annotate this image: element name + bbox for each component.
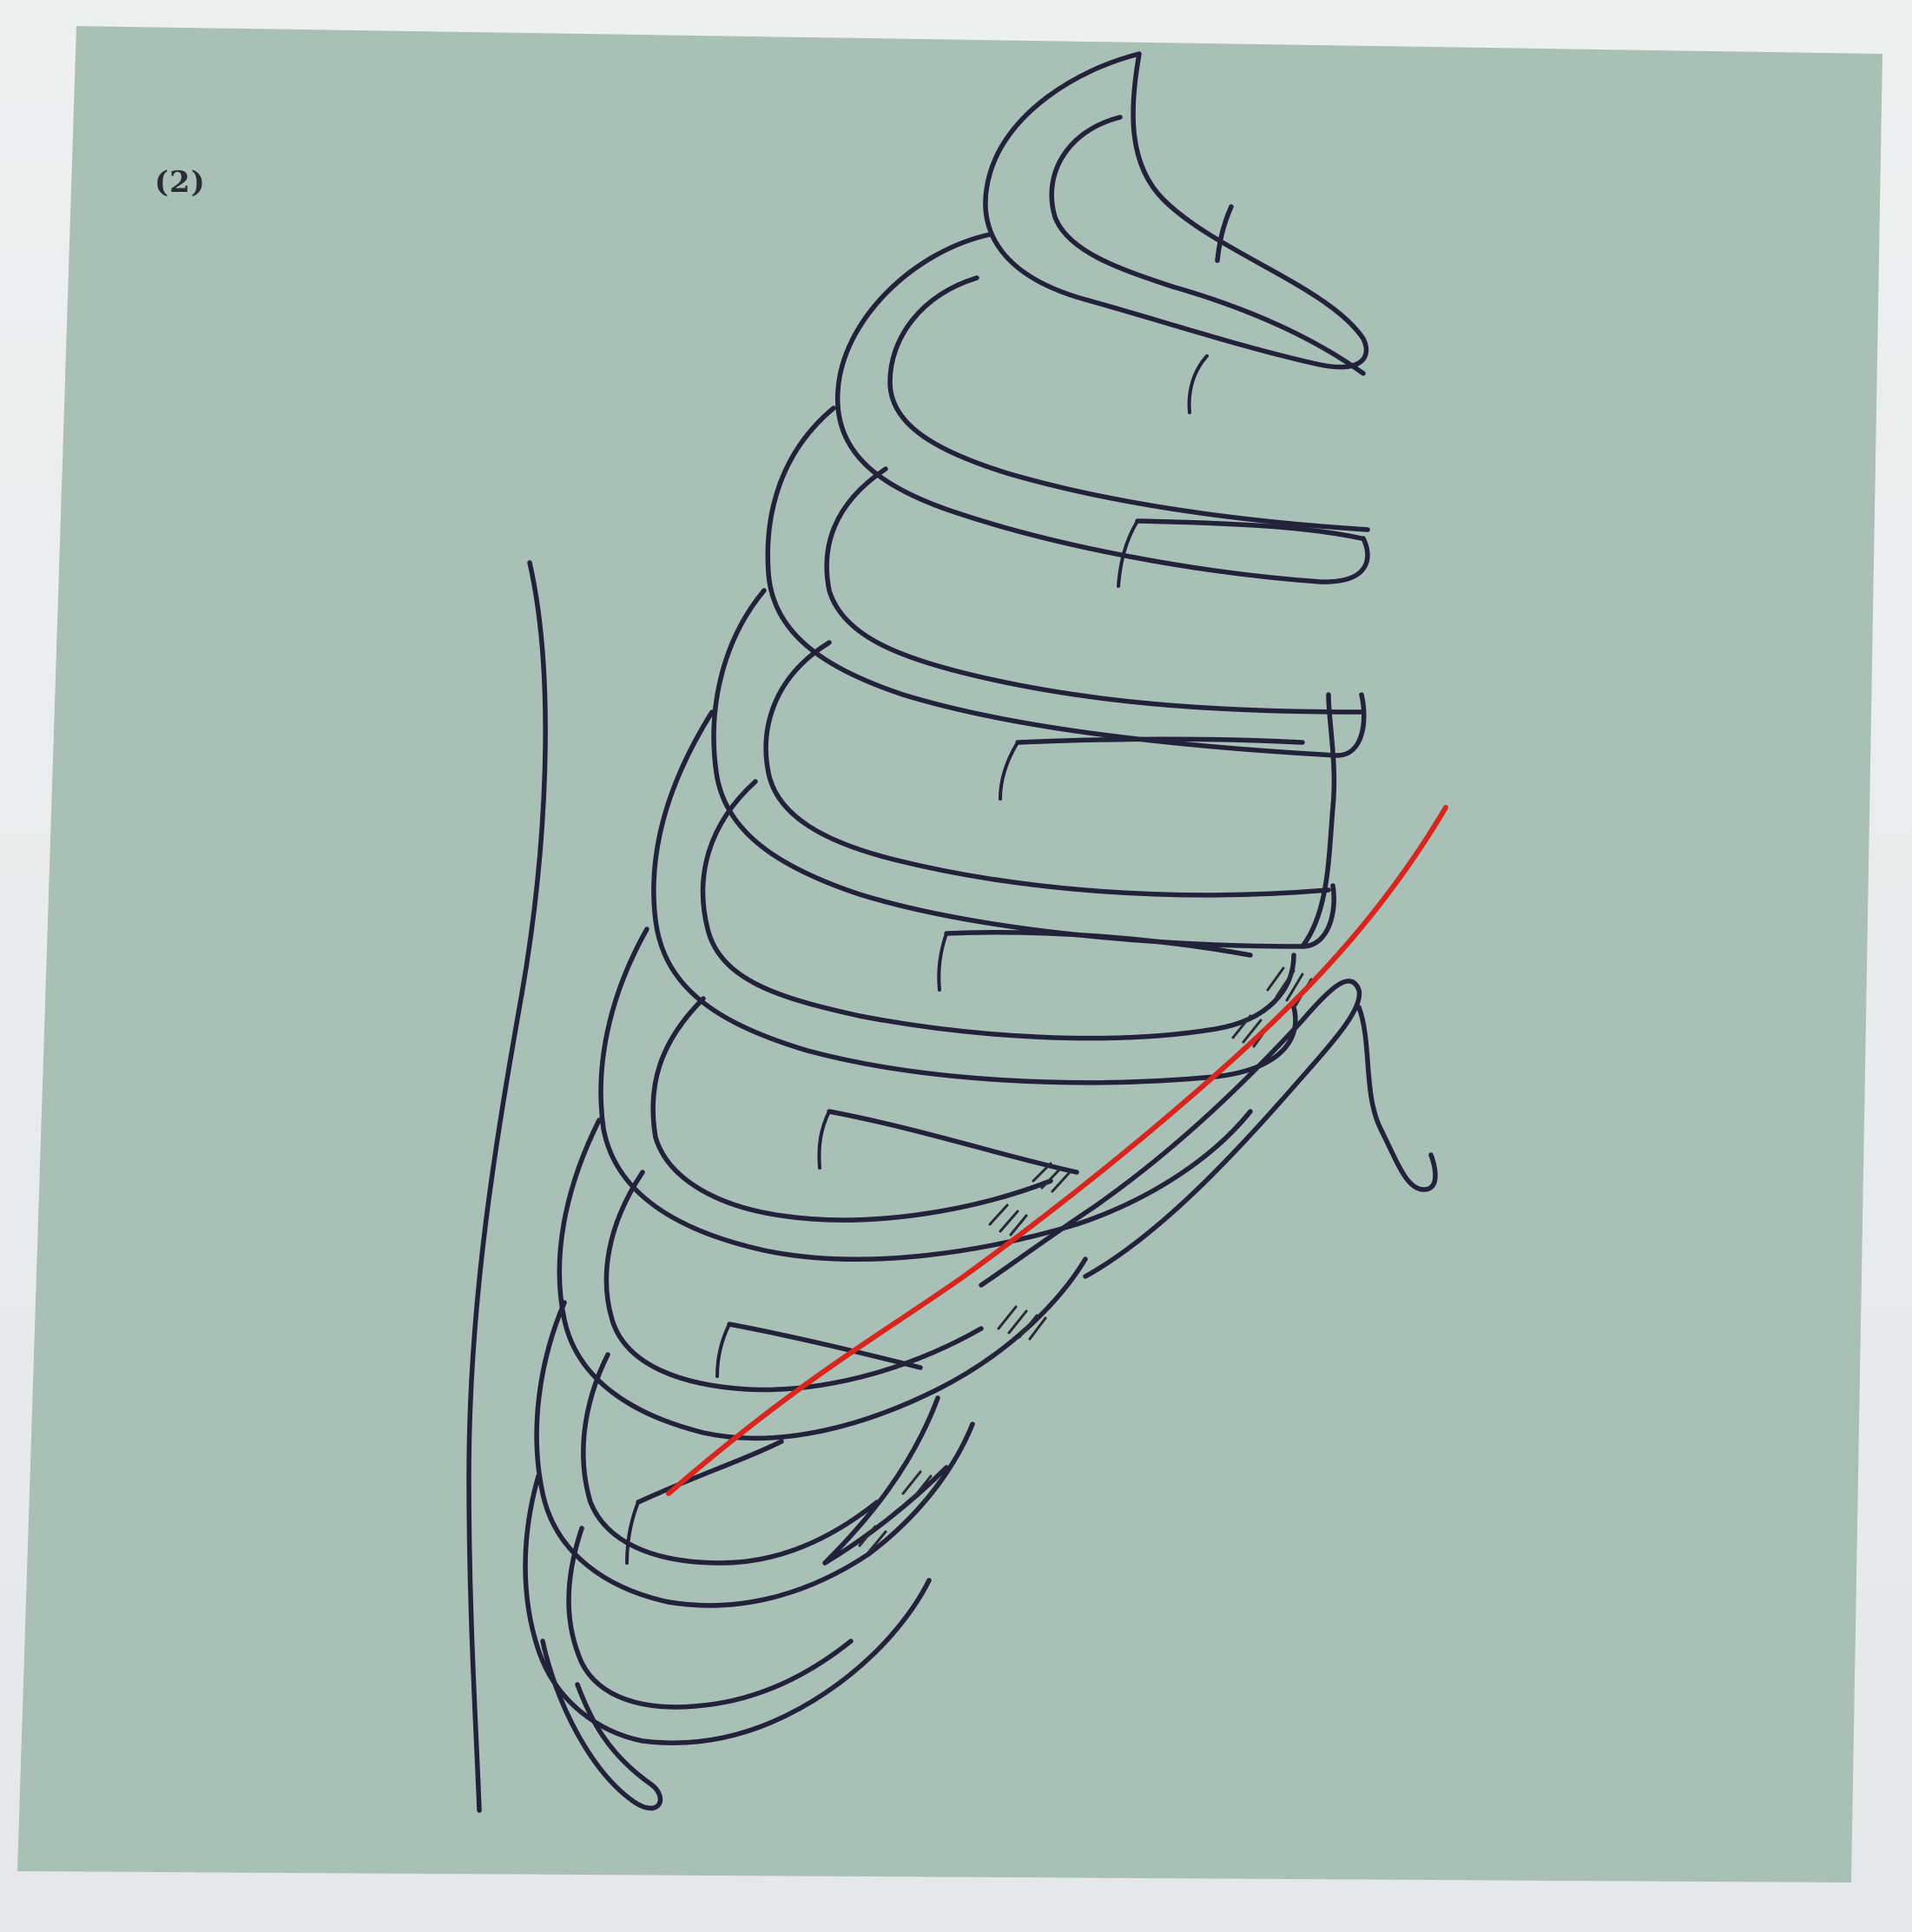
plate-background: [17, 26, 1882, 1883]
figure-label: (2): [155, 165, 206, 200]
